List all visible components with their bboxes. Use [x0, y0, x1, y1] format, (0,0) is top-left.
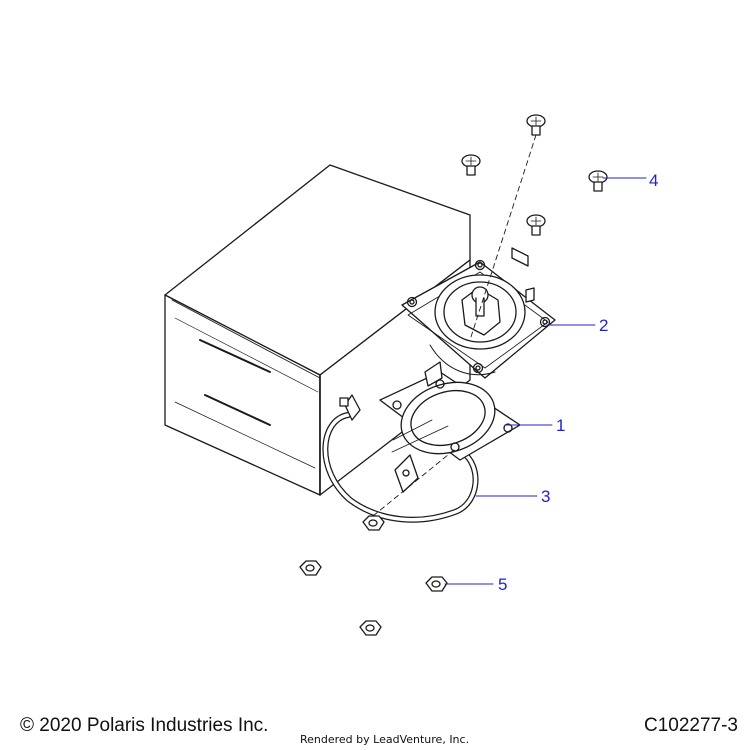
copyright-text: © 2020 Polaris Industries Inc.: [20, 715, 269, 736]
screw-lower: [526, 214, 546, 236]
callout-2: 2: [599, 316, 609, 335]
screw-top: [526, 114, 546, 136]
nut-callout: [425, 576, 448, 592]
screw-callout: [588, 170, 608, 192]
drawing-id: C102277-3: [643, 715, 738, 736]
mounting-bracket: [379, 371, 521, 461]
nut-bottom: [359, 620, 382, 636]
callout-5: 5: [498, 575, 508, 594]
callout-1: 1: [556, 416, 566, 435]
centerline-screw-to-switch: [469, 134, 537, 341]
callout-4: 4: [649, 171, 659, 190]
nut-left: [299, 560, 322, 576]
screw-left: [461, 154, 481, 176]
callout-3: 3: [541, 487, 551, 506]
wire-harness: [322, 394, 479, 523]
nut-upper: [362, 515, 385, 531]
rendered-by-text: Rendered by LeadVenture, Inc.: [300, 733, 470, 746]
callout-leaders: [444, 177, 647, 585]
